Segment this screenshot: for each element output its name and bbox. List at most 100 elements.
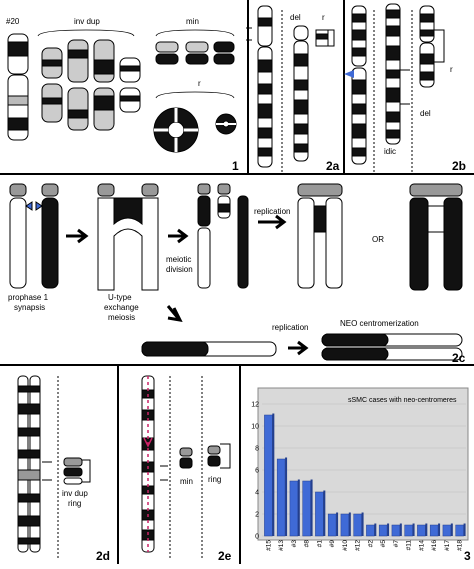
x-tick-label: #9 [329, 540, 336, 548]
bar [264, 414, 273, 537]
panel-3: sSMC cases with neo-centromeres 02468101… [251, 387, 471, 563]
chr20-label: #20 [6, 17, 20, 26]
del-chromosome-2a [293, 25, 309, 162]
prophase-label-2: synapsis [14, 303, 45, 312]
bar [276, 458, 286, 537]
ring-label-2e: ring [208, 475, 221, 484]
r-label: r [198, 79, 201, 88]
u-type-exchange [97, 183, 159, 291]
normal-chromosome-2a [257, 5, 273, 168]
x-tick-labels: #15#13#3#8#1#9#10#12#2#5#7#11#14#16#17#1… [265, 540, 463, 551]
or-label: OR [372, 235, 384, 244]
neo-label: NEO centromerization [340, 319, 419, 328]
replicated-products-2 [409, 183, 463, 291]
bar-side [399, 523, 402, 536]
bar [289, 480, 299, 537]
bar-side [361, 512, 364, 536]
replication-label-1: replication [254, 207, 290, 216]
x-tick-label: #3 [291, 540, 298, 548]
chromosome-20 [7, 33, 29, 141]
bar [302, 480, 311, 537]
x-tick-label: #7 [393, 540, 400, 548]
bar-side [272, 413, 275, 536]
bar [404, 524, 413, 537]
panel-1: #20 inv dup [6, 17, 239, 173]
r-label-2b: r [450, 65, 453, 74]
replication-label-2: replication [272, 323, 308, 332]
x-tick-label: #12 [355, 540, 362, 551]
arrow-2 [168, 228, 189, 244]
panel-2c: prophase 1 synapsis U-type exchange meio… [8, 183, 466, 365]
bar-side [387, 523, 390, 536]
bar-side [438, 523, 441, 536]
arrow-1 [66, 228, 89, 244]
replicated-products [297, 183, 343, 289]
bars [264, 413, 466, 537]
x-tick-label: #10 [342, 540, 349, 551]
arrow-5 [288, 340, 309, 356]
panel-2d-number: 2d [96, 549, 110, 563]
ring-chromosomes [153, 107, 237, 153]
bar [327, 513, 337, 537]
panel-2a: del r 2a [246, 5, 340, 173]
ring-bracket-2b [434, 29, 445, 63]
bar [429, 524, 439, 537]
meiotic-label-1: meiotic [166, 255, 191, 264]
ring-chromosome-2e [207, 443, 231, 469]
bar-side [336, 512, 339, 536]
panel-2a-number: 2a [326, 159, 340, 173]
normal-chromosome-2b [351, 5, 367, 165]
bar [455, 524, 464, 537]
bar-side [425, 523, 428, 536]
meiotic-products [197, 183, 249, 289]
arrow-4 [166, 305, 183, 322]
y-tick-label: 4 [255, 490, 259, 497]
min-chromosomes [155, 41, 235, 65]
centromere-arrow [344, 70, 354, 78]
y-tick-label: 0 [255, 534, 259, 541]
panel-2d: inv dup ring 2d [17, 375, 110, 563]
y-tick-label: 6 [255, 468, 259, 475]
min-chromosome-2e [179, 447, 193, 469]
inv-dup-chromosomes [41, 39, 141, 131]
r-label-2a: r [322, 13, 325, 22]
panel-2b-number: 2b [452, 159, 466, 173]
linear-chromosome [141, 341, 277, 357]
r-bracket [155, 91, 235, 99]
invdup-ring-chromosome [63, 457, 91, 485]
invdup-ring-label-2: ring [68, 499, 81, 508]
invdup-ring-label-1: inv dup [62, 489, 88, 498]
bar-side [374, 523, 377, 536]
x-tick-label: #17 [444, 540, 451, 551]
min-bracket [155, 29, 235, 37]
inv-dup-bracket [37, 29, 135, 37]
x-tick-label: #8 [304, 540, 311, 548]
y-tick-label: 8 [255, 446, 259, 453]
idic-chromosome [385, 3, 401, 145]
bar-side [297, 479, 300, 536]
meiotic-label-2: division [166, 265, 193, 274]
bar-side [310, 479, 313, 536]
pink-arrow-head [143, 437, 153, 448]
x-tick-label: #16 [431, 540, 438, 551]
bar [366, 524, 375, 537]
del-chromosome-2b [419, 5, 435, 88]
bar [340, 513, 350, 537]
arrow-3 [258, 214, 287, 230]
utype-label-2: exchange [104, 303, 139, 312]
panel-2e: min ring 2e [141, 375, 232, 563]
utype-label-3: meiosis [108, 313, 135, 322]
prophase-label-1: prophase 1 [8, 293, 49, 302]
inv-dup-label: inv dup [74, 17, 100, 26]
ring-2a [315, 29, 335, 47]
del-label-2b: del [420, 109, 431, 118]
x-tick-label: #11 [406, 540, 413, 551]
min-label-2e: min [180, 477, 193, 486]
panel-2c-number: 2c [452, 351, 466, 365]
chart-title: sSMC cases with neo-centromeres [348, 397, 457, 404]
y-tick-label: 10 [251, 424, 259, 431]
x-tick-label: #14 [418, 540, 425, 551]
bar-side [323, 490, 326, 536]
